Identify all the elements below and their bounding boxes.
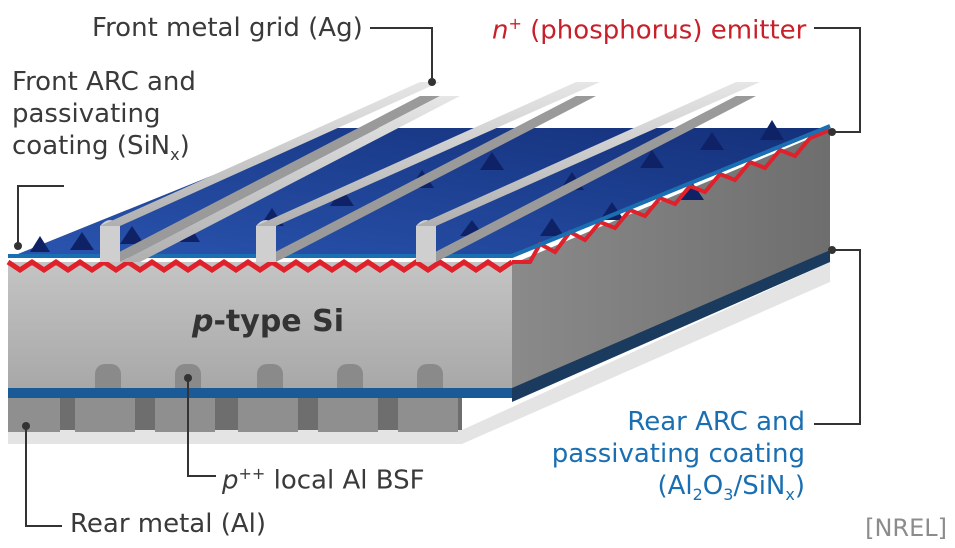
front-arc-sub: x: [170, 145, 180, 165]
rear-arc-side: [512, 250, 830, 402]
leader-dots: [14, 78, 836, 430]
label-front-metal-grid: Front metal grid (Ag): [92, 12, 363, 44]
front-arc-line1: Front ARC and: [12, 67, 196, 97]
rear-arc-3c: /SiN: [733, 471, 786, 501]
bsf-p: p: [222, 465, 239, 496]
label-front-metal-grid-text: Front metal grid (Ag): [92, 13, 363, 43]
credit-text: [NREL]: [865, 514, 947, 542]
emitter-sup: +: [508, 14, 522, 33]
rear-arc-front: [8, 388, 512, 398]
label-rear-arc: Rear ARC and passivating coating (Al2O3/…: [552, 406, 805, 511]
emitter-n: n: [492, 15, 509, 46]
top-arc-edge: [8, 124, 831, 258]
emitter-zigzag-front: [6, 258, 514, 274]
front-arc-line3: coating (SiNx): [12, 130, 196, 171]
label-front-arc: Front ARC and passivating coating (SiNx): [12, 66, 196, 171]
rear-arc-3d: ): [794, 471, 805, 501]
label-local-bsf: p++ local Al BSF: [222, 458, 425, 497]
bulk-side-face: [512, 130, 830, 392]
rear-arc-3s2: 3: [723, 485, 734, 505]
rear-arc-3b: O: [702, 471, 724, 501]
leader-lines: [17, 27, 861, 527]
bsf-sup: ++: [238, 464, 266, 483]
front-arc-line3a: coating (SiN: [12, 131, 171, 161]
rear-arc-line1: Rear ARC and: [627, 407, 805, 437]
rear-metal-layer: [8, 262, 830, 444]
rear-arc-3s3: x: [785, 485, 795, 505]
credit-label: [NREL]: [865, 512, 947, 544]
front-arc-line2: passivating: [12, 99, 161, 129]
front-arc-line3b: ): [179, 131, 190, 161]
rear-arc-3a: (Al: [657, 471, 693, 501]
rear-arc-3s1: 2: [692, 485, 703, 505]
rear-arc-line2: passivating coating: [551, 439, 805, 469]
bulk-rest: -type Si: [213, 304, 344, 339]
bsf-rest: local Al BSF: [265, 465, 425, 496]
label-emitter: n+ (phosphorus) emitter: [492, 8, 806, 47]
label-bulk: p-type Si: [192, 306, 344, 338]
emitter-zigzag-side: [512, 128, 831, 264]
rear-arc-line3: (Al2O3/SiNx): [552, 470, 805, 511]
label-rear-metal: Rear metal (Al): [70, 508, 266, 540]
bulk-p: p: [192, 304, 214, 339]
rear-metal-text: Rear metal (Al): [70, 509, 267, 539]
emitter-rest: (phosphorus) emitter: [521, 15, 807, 46]
front-metal-grid: [100, 82, 760, 262]
